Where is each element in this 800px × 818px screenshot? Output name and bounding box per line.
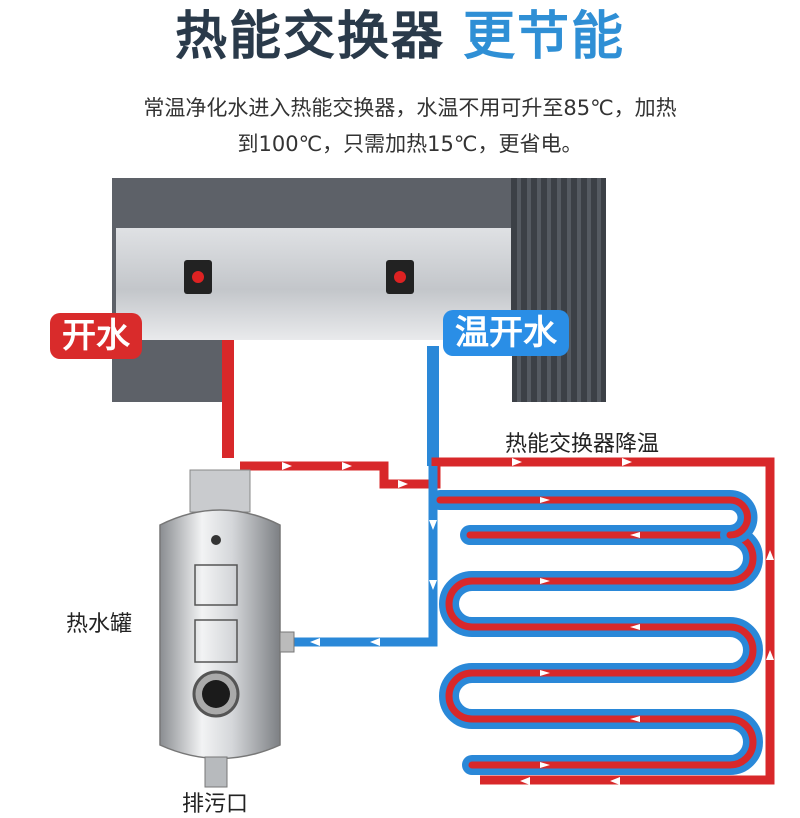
arrow-icon bbox=[429, 520, 437, 530]
heat-exchange-diagram bbox=[159, 340, 775, 788]
cold-water-pipe bbox=[290, 466, 438, 647]
arrow-icon bbox=[540, 762, 550, 768]
exchanger-coil bbox=[430, 490, 763, 775]
title-highlight: 更节能 bbox=[463, 7, 626, 67]
arrow-icon bbox=[398, 480, 408, 488]
warm-water-tag: 温开水 bbox=[443, 310, 569, 356]
arrow-icon bbox=[610, 777, 620, 785]
warm-outlet-pipe bbox=[427, 346, 439, 466]
arrow-icon bbox=[540, 670, 550, 676]
tank-port-opening bbox=[202, 680, 230, 708]
flow-arrows bbox=[282, 458, 774, 785]
drain-label: 排污口 bbox=[182, 792, 249, 817]
arrow-icon bbox=[766, 650, 774, 660]
arrow-icon bbox=[370, 638, 380, 646]
description: 常温净化水进入热能交换器，水温不用可升至85℃，加热 到100℃，只需加热15℃… bbox=[90, 90, 730, 162]
drain-pipe bbox=[204, 756, 228, 788]
tank-body bbox=[159, 509, 281, 760]
tank-panel-lower bbox=[194, 619, 238, 663]
tank-inlet bbox=[279, 631, 295, 653]
arrow-icon bbox=[342, 462, 352, 470]
description-line-1: 常温净化水进入热能交换器，水温不用可升至85℃，加热 bbox=[143, 96, 677, 120]
hot-outlet-pipe bbox=[222, 340, 234, 458]
tank-gauge bbox=[211, 535, 221, 545]
title-main: 热能交换器 bbox=[174, 7, 445, 67]
arrow-icon bbox=[630, 624, 640, 630]
arrow-icon bbox=[282, 462, 292, 470]
arrow-icon bbox=[512, 458, 522, 466]
exchanger-label: 热能交换器降温 bbox=[505, 432, 660, 457]
page-title: 热能交换器更节能 bbox=[0, 6, 800, 68]
arrow-icon bbox=[766, 550, 774, 560]
warm-water-button bbox=[386, 260, 414, 294]
arrow-icon bbox=[520, 777, 530, 785]
boiling-water-button bbox=[184, 260, 212, 294]
arrow-icon bbox=[622, 458, 632, 466]
description-line-2: 到100℃，只需加热15℃，更省电。 bbox=[237, 132, 583, 156]
tank-top-fitting bbox=[189, 469, 251, 513]
tank-label: 热水罐 bbox=[66, 612, 133, 637]
arrow-icon bbox=[540, 497, 550, 503]
arrow-icon bbox=[540, 578, 550, 584]
hot-water-tank bbox=[159, 469, 295, 788]
arrow-icon bbox=[310, 638, 320, 646]
boiling-water-tag: 开水 bbox=[50, 313, 142, 359]
arrow-icon bbox=[429, 580, 437, 590]
arrow-icon bbox=[630, 532, 640, 538]
arrow-icon bbox=[630, 716, 640, 722]
dispenser-side bbox=[511, 178, 606, 402]
tank-panel-upper bbox=[194, 564, 238, 606]
outlet-pipes bbox=[222, 340, 439, 466]
water-dispenser-image bbox=[112, 178, 606, 402]
